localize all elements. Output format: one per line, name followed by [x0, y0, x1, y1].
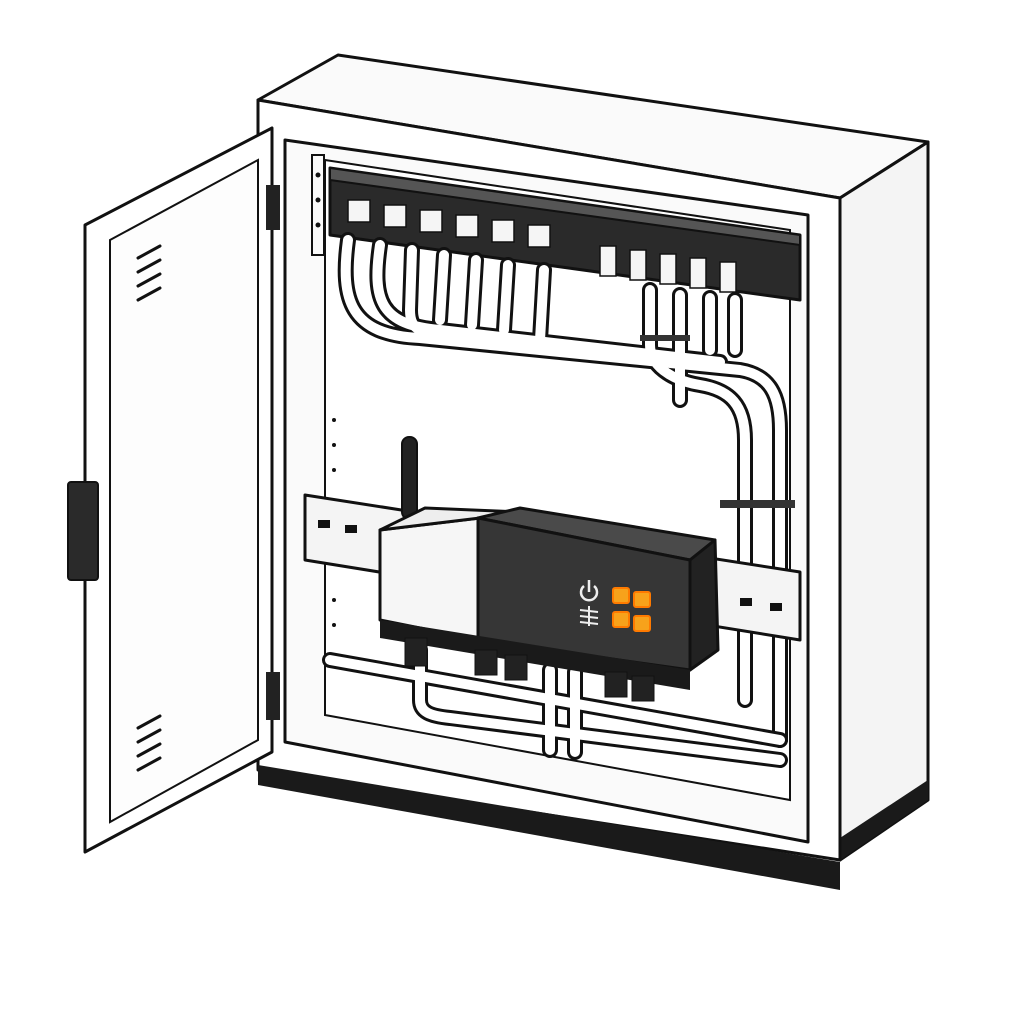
door-inner-panel	[109, 158, 259, 824]
status-led	[633, 615, 651, 632]
status-led	[633, 591, 651, 608]
cabinet-base	[258, 765, 840, 890]
status-led	[612, 587, 630, 604]
cabinet-right-base	[840, 780, 928, 860]
cabinet-right-side	[838, 140, 930, 862]
door-handle[interactable]	[67, 481, 99, 581]
cables-top	[337, 232, 788, 748]
breakers	[347, 199, 737, 293]
antenna	[401, 436, 418, 520]
iot-gateway-device	[378, 436, 720, 702]
device-terminals	[404, 637, 655, 702]
door-vents-top	[136, 244, 162, 302]
cables-bottom	[322, 642, 788, 768]
breaker-panel-top	[329, 166, 801, 247]
hinge-top	[266, 185, 280, 230]
door-vents-bottom	[136, 714, 162, 772]
left-mounting-rail	[311, 154, 336, 627]
status-leds	[612, 587, 651, 632]
device-module-left	[378, 516, 482, 642]
cable-ties	[640, 335, 795, 508]
menu-lines-icon	[579, 606, 599, 626]
power-icon	[579, 580, 599, 602]
din-rail-slots	[318, 520, 782, 611]
status-led	[612, 611, 630, 628]
hinge-bottom	[266, 672, 280, 720]
